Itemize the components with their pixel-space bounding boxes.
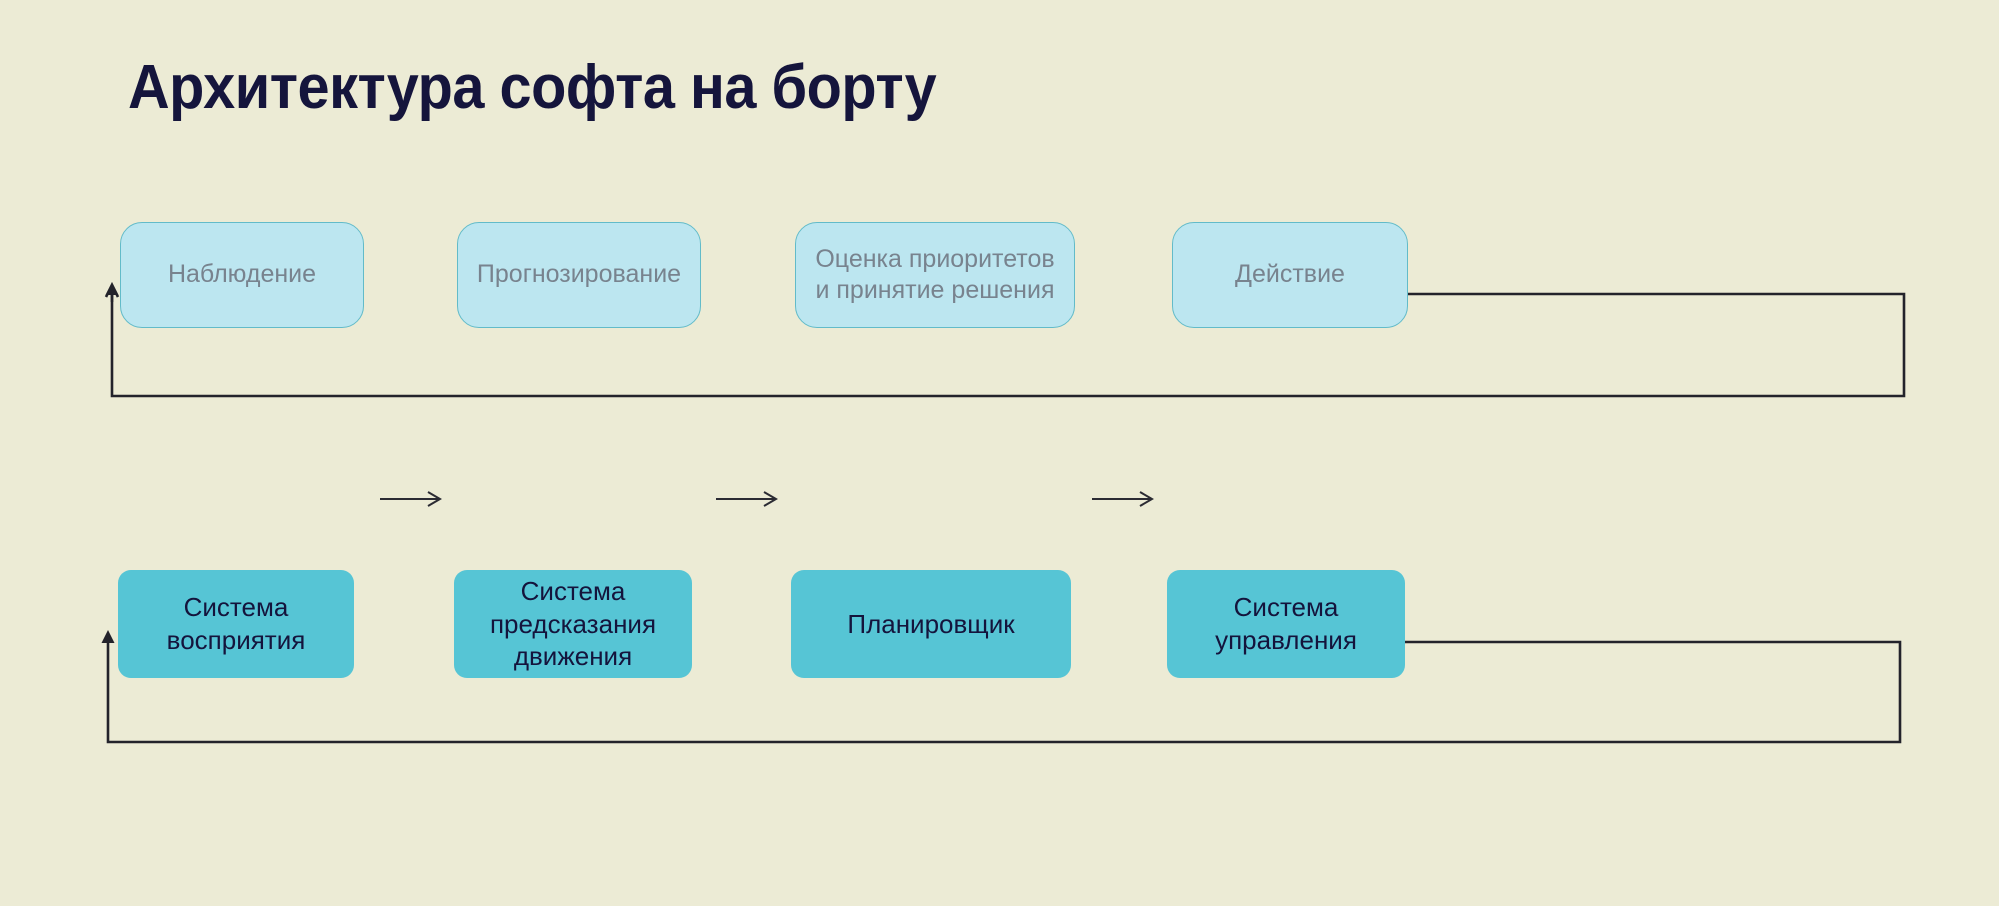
node-prediction-label: Прогнозирование — [476, 260, 682, 289]
node-observation-label: Наблюдение — [167, 260, 317, 289]
page-title: Архитектура софта на борту — [128, 53, 937, 122]
node-planner-label: Планировщик — [847, 608, 1015, 639]
node-planner[interactable]: Планировщик — [791, 570, 1071, 678]
arrow-prediction-to-priority — [714, 488, 786, 510]
arrow-observation-to-prediction — [378, 488, 450, 510]
node-action-label: Действие — [1235, 260, 1345, 289]
node-prediction[interactable]: Прогнозирование — [457, 222, 701, 328]
row-abstract-loop: Наблюдение Прогнозирование Оценка приори… — [0, 222, 1999, 507]
arrow-priority-to-action — [1090, 488, 1162, 510]
node-observation[interactable]: Наблюдение — [120, 222, 364, 328]
node-action[interactable]: Действие — [1172, 222, 1408, 328]
